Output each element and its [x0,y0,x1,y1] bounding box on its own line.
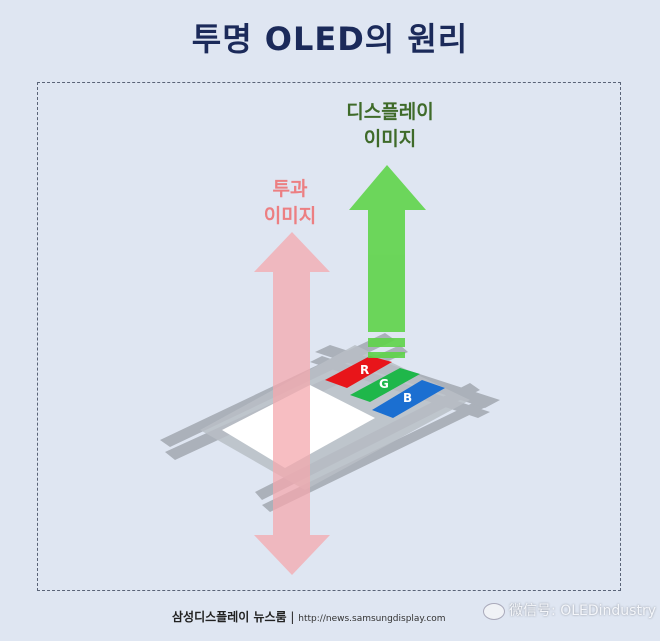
transmitted-image-label-line1: 투과 [272,178,308,200]
subpixels [325,356,445,418]
diagram-frame [37,82,621,591]
watermark-text: 微信号: OLEDindustry [509,603,656,619]
display-arrow-icon [349,165,426,358]
subpixel-label-b: B [403,391,412,405]
footer-brand: 삼성디스플레이 뉴스룸 [172,610,287,624]
subpixel-label-r: R [360,363,369,377]
display-image-label: 디스플레이 이미지 [320,99,460,153]
subpixel-red [325,356,392,388]
watermark: 微信号: OLEDindustry [483,600,656,620]
subpixel-green [350,368,420,402]
subpixel-label-g: G [379,377,389,391]
wechat-icon [483,602,506,620]
footer-url: http://news.samsungdisplay.com [298,614,446,624]
transmitted-image-label: 투과 이미지 [230,176,350,230]
display-image-label-line1: 디스플레이 [346,101,434,123]
footer: 삼성디스플레이 뉴스룸 | http://news.samsungdisplay… [172,608,446,625]
display-image-label-line2: 이미지 [363,128,417,150]
transmitted-arrow-icon [254,232,330,575]
transmitted-image-label-line2: 이미지 [263,205,317,227]
page-title: 투명 OLED의 원리 [191,20,469,58]
footer-separator: | [290,610,295,624]
subpixel-blue [372,380,445,418]
